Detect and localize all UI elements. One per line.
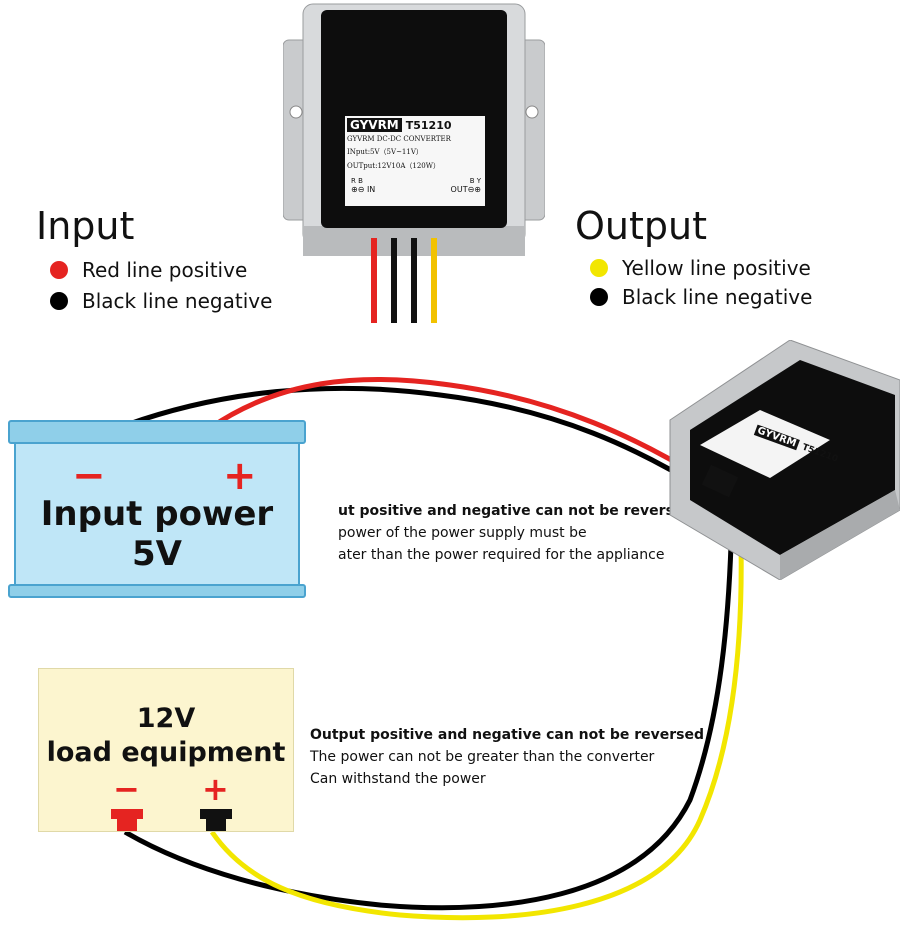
type-label: GYVRM DC-DC CONVERTER [347, 135, 451, 143]
converter-module-top: GYVRM T51210 GYVRM DC-DC CONVERTER INput… [282, 0, 546, 325]
input-spec-label: INput:5V（5V~11V） [347, 148, 423, 156]
output-note-line-2: The power can not be greater than the co… [310, 749, 655, 765]
battery-title: Input power [40, 494, 274, 534]
out-terminal-label: OUT⊖⊕ [450, 185, 481, 194]
output-legend-item-black: Black line negative [590, 287, 812, 307]
input-note: ut positive and negative can not be reve… [338, 500, 693, 566]
input-battery: − + Input power 5V [8, 420, 308, 598]
output-spec-label: OUTput:12V10A（120W） [347, 162, 440, 170]
load-minus-sign: − [113, 770, 140, 808]
yellow-dot-icon [590, 259, 608, 277]
input-positive-wire [208, 376, 704, 481]
output-legend-label: Yellow line positive [622, 256, 811, 280]
load-equipment: 12V load equipment − + [38, 668, 294, 832]
converter-housing [282, 3, 546, 323]
output-legend-label: Black line negative [622, 285, 813, 309]
input-negative-wire [117, 385, 707, 493]
load-plus-sign: + [202, 770, 229, 808]
red-dot-icon [50, 261, 68, 279]
black-dot-icon [590, 288, 608, 306]
battery-voltage: 5V [132, 534, 182, 574]
battery-plus-sign: + [223, 453, 257, 499]
output-note-line-3: Can withstand the power [310, 771, 486, 787]
input-legend-item-black: Black line negative [50, 291, 272, 311]
converter-label: GYVRM T51210 GYVRM DC-DC CONVERTER INput… [347, 118, 485, 194]
load-title: load equipment [46, 737, 286, 768]
model-label: T51210 [405, 118, 452, 132]
input-note-line-3: ater than the power required for the app… [338, 547, 665, 563]
output-negative-wire [123, 507, 735, 911]
output-legend-item-yellow: Yellow line positive [590, 258, 811, 278]
input-legend-label: Black line negative [82, 289, 273, 313]
pin-left-label: R B [351, 177, 363, 185]
converter-module-right: GYVRM T51210 [660, 339, 900, 581]
input-legend-label: Red line positive [82, 258, 248, 282]
converter-housing-angled [669, 339, 900, 581]
battery-lid [8, 420, 306, 444]
brand-label: GYVRM [347, 118, 402, 132]
battery-minus-sign: − [72, 453, 106, 499]
input-heading: Input [36, 204, 135, 248]
black-dot-icon [50, 292, 68, 310]
input-note-line-1: ut positive and negative can not be reve… [338, 503, 694, 519]
input-note-line-2: power of the power supply must be [338, 525, 587, 541]
load-voltage: 12V [136, 703, 196, 734]
output-note: Output positive and negative can not be … [310, 724, 704, 790]
negative-terminal-icon [111, 809, 143, 831]
output-positive-wire [209, 507, 744, 921]
positive-terminal-icon [200, 809, 232, 831]
output-note-line-1: Output positive and negative can not be … [310, 727, 705, 743]
input-legend-item-red: Red line positive [50, 260, 247, 280]
pin-right-label: B Y [469, 177, 481, 185]
battery-base [8, 584, 306, 598]
in-terminal-label: ⊕⊖ IN [351, 185, 376, 194]
output-heading: Output [575, 204, 707, 248]
